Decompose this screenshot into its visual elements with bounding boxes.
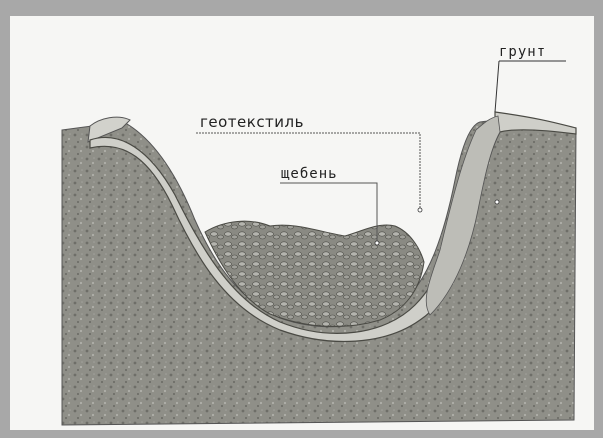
label-crushed-stone: щебень — [281, 166, 338, 182]
label-grunt: грунт — [499, 44, 546, 60]
marker-crushed-stone — [375, 241, 379, 245]
label-geotextile: геотекстиль — [200, 113, 304, 131]
marker-grunt — [495, 200, 499, 204]
marker-geotextile — [418, 208, 422, 212]
leader-line-grunt-down — [495, 61, 499, 112]
